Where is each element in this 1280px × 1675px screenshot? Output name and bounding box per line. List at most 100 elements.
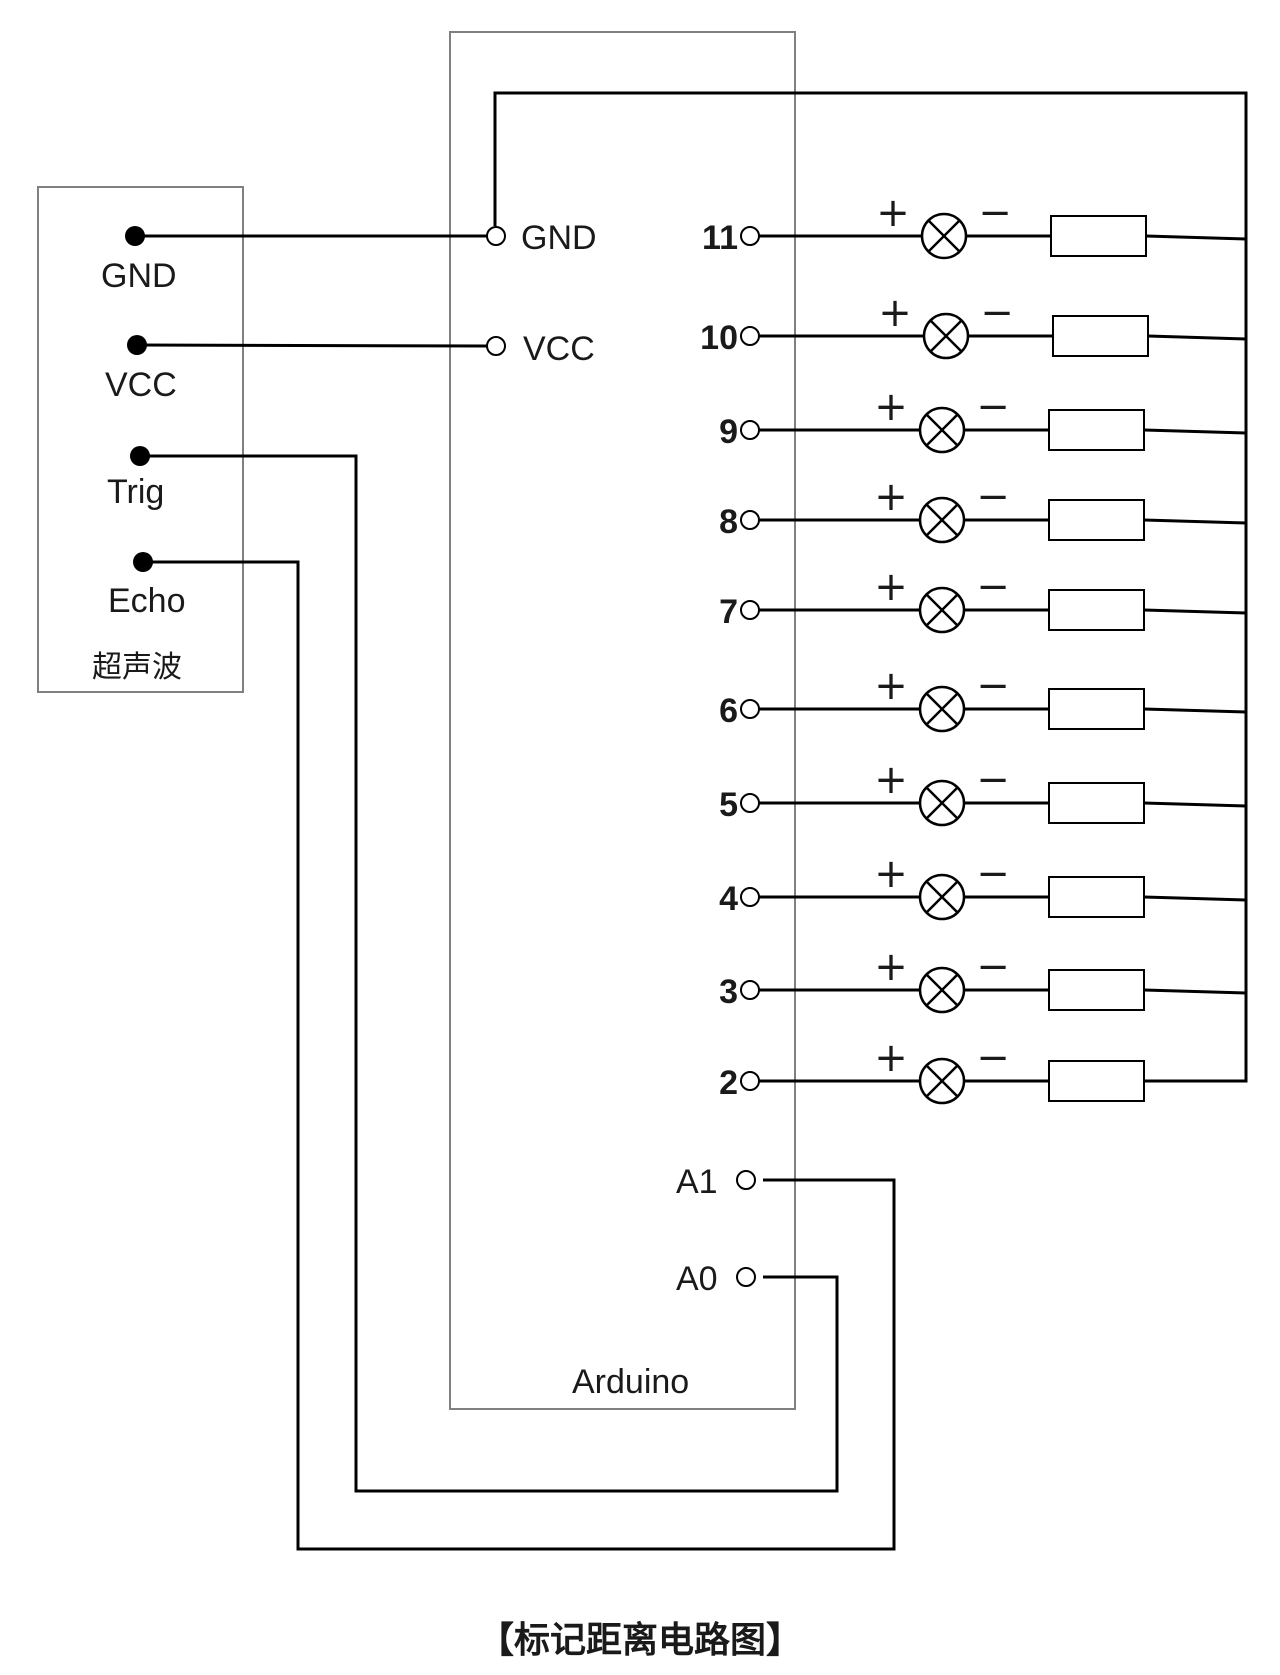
resistor-2 <box>1048 1060 1145 1102</box>
sensor-pins: GND VCC Trig Echo 超声波 <box>92 226 186 685</box>
arduino-pin-label-3: 3 <box>719 973 738 1011</box>
wire-resistor-bus-6 <box>1143 707 1247 714</box>
led-plus-sign-2: + <box>874 1035 908 1081</box>
wire-echo <box>143 560 896 1551</box>
resistor-5 <box>1048 782 1145 824</box>
led-minus-sign-9: − <box>976 384 1010 430</box>
led-minus-sign-5: − <box>976 757 1010 803</box>
wire-resistor-bus-5 <box>1143 801 1247 808</box>
arduino-pin-label-vcc: VCC <box>523 330 595 368</box>
arduino-pin-label-9: 9 <box>719 413 738 451</box>
resistor-4 <box>1048 876 1145 918</box>
arduino-pin-label-10: 10 <box>700 319 738 357</box>
led-plus-sign-9: + <box>874 384 908 430</box>
sensor-pin-dot-gnd <box>125 226 145 246</box>
arduino-pin-5 <box>740 793 760 813</box>
led-row-10: 10+− <box>700 290 1247 360</box>
led-plus-sign-4: + <box>874 851 908 897</box>
sensor-pin-dot-vcc <box>127 335 147 355</box>
sensor-pin-dot-echo <box>133 552 153 572</box>
arduino-pin-8 <box>740 510 760 530</box>
led-cross-b-7 <box>925 593 959 627</box>
arduino-pin-7 <box>740 600 760 620</box>
arduino-pin-label-a1: A1 <box>676 1163 718 1201</box>
led-row-9: 9 + − <box>719 384 1247 454</box>
led-minus-sign-2: − <box>976 1035 1010 1081</box>
arduino-pin-3 <box>740 980 760 1000</box>
arduino-pin-label-a0: A0 <box>676 1260 718 1298</box>
led-row-2: 2 + − <box>719 1035 1246 1105</box>
arduino-pin-label-4: 4 <box>719 880 738 918</box>
ultrasonic-sensor-box <box>37 186 244 693</box>
arduino-pin-label-gnd: GND <box>521 219 597 257</box>
led-minus-sign-11: − <box>978 190 1012 236</box>
led-cross-b-9 <box>925 413 959 447</box>
wire-trig <box>140 454 839 1493</box>
wire-resistor-bus-7 <box>1143 608 1247 615</box>
wire-resistor-bus-4 <box>1143 895 1247 902</box>
arduino-pin-vcc <box>486 336 506 356</box>
arduino-analog-pins: A1 A0 <box>676 1163 756 1298</box>
led-minus-sign-8: − <box>976 474 1010 520</box>
arduino-pin-gnd <box>486 226 506 246</box>
led-row-6: 6 + − <box>719 663 1247 733</box>
led-cross-b-4 <box>925 880 959 914</box>
led-plus-sign-11: + <box>876 190 910 236</box>
arduino-pin-label-6: 6 <box>719 692 738 730</box>
resistor-8 <box>1048 499 1145 541</box>
wire-resistor-bus-11 <box>1145 234 1247 241</box>
arduino-pin-label-2: 2 <box>719 1064 738 1102</box>
resistor-9 <box>1048 409 1145 451</box>
wire-resistor-bus-9 <box>1143 428 1247 435</box>
led-cross-b-5 <box>925 786 959 820</box>
sensor-pin-label-gnd: GND <box>101 257 177 295</box>
led-cross-b-8 <box>925 503 959 537</box>
arduino-pin-a0 <box>736 1267 756 1287</box>
arduino-pin-4 <box>740 887 760 907</box>
resistor-6 <box>1048 688 1145 730</box>
sensor-pin-label-trig: Trig <box>107 473 164 511</box>
resistor-11 <box>1050 215 1147 257</box>
arduino-pin-10 <box>740 326 760 346</box>
arduino-label: Arduino <box>572 1363 689 1401</box>
led-plus-sign-5: + <box>874 757 908 803</box>
led-cross-b-3 <box>925 973 959 1007</box>
sensor-label: 超声波 <box>92 650 182 685</box>
arduino-pin-label-11: 11 <box>702 219 738 257</box>
arduino-pin-a1 <box>736 1170 756 1190</box>
led-plus-sign-10: + <box>878 290 912 336</box>
led-row-7: 7 + − <box>719 564 1247 634</box>
wire-resistor-bus-3 <box>1143 988 1247 995</box>
arduino-pin-label-8: 8 <box>719 503 738 541</box>
wire-vcc <box>136 343 489 348</box>
sensor-pin-dot-trig <box>130 446 150 466</box>
led-cross-b-11 <box>927 219 961 253</box>
arduino-board-box <box>449 31 796 1410</box>
led-minus-sign-6: − <box>976 663 1010 709</box>
arduino-pin-11 <box>740 226 760 246</box>
arduino-pin-9 <box>740 420 760 440</box>
sensor-pin-label-echo: Echo <box>108 582 186 620</box>
led-minus-sign-7: − <box>976 564 1010 610</box>
led-cross-b-10 <box>929 319 963 353</box>
led-minus-sign-3: − <box>976 944 1010 990</box>
led-row-5: 5 + − <box>719 757 1247 827</box>
led-minus-sign-4: − <box>976 851 1010 897</box>
led-row-3: 3+− <box>719 944 1247 1014</box>
resistor-10 <box>1052 315 1149 357</box>
led-cross-b-2 <box>925 1064 959 1098</box>
resistor-3 <box>1048 969 1145 1011</box>
led-rows: 11+−10+−9+−8+−7+−6+−5+−4+−3+−2+− <box>700 190 1247 1105</box>
led-cross-b-6 <box>925 692 959 726</box>
resistor-7 <box>1048 589 1145 631</box>
wire-resistor-bus-10 <box>1147 334 1247 341</box>
led-plus-sign-8: + <box>874 474 908 520</box>
led-plus-sign-6: + <box>874 663 908 709</box>
sensor-pin-label-vcc: VCC <box>105 366 177 404</box>
arduino-pin-6 <box>740 699 760 719</box>
arduino-pin-label-5: 5 <box>719 786 738 824</box>
led-plus-sign-7: + <box>874 564 908 610</box>
led-row-4: 4 + − <box>719 851 1247 921</box>
arduino-pin-label-7: 7 <box>719 593 738 631</box>
